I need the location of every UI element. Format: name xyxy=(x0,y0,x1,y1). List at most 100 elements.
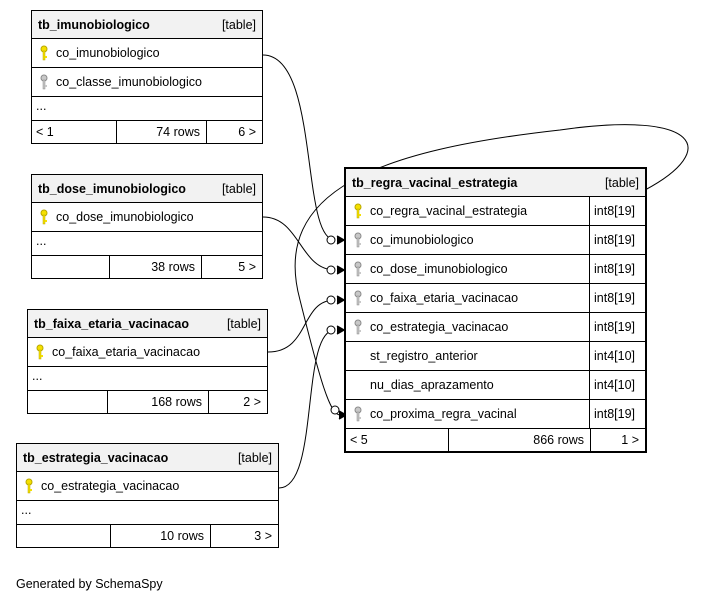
column-row[interactable]: co_estrategia_vacinacao xyxy=(17,472,278,501)
table-tag: [table] xyxy=(604,175,639,190)
column-type: int8[19] xyxy=(589,197,645,225)
table-imunobiologico[interactable]: tb_imunobiologico [table] co_imunobiolog… xyxy=(31,10,263,144)
column-name: co_estrategia_vacinacao xyxy=(370,320,509,334)
key-icon xyxy=(40,74,48,90)
table-header: tb_faixa_etaria_vacinacao [table] xyxy=(28,310,267,338)
children-count: 2 > xyxy=(243,395,261,409)
table-name: tb_faixa_etaria_vacinacao xyxy=(34,316,189,331)
key-icon xyxy=(354,406,362,422)
link-imunobiologico xyxy=(262,54,336,241)
table-footer: 38 rows 5 > xyxy=(32,256,262,278)
table-name: tb_dose_imunobiologico xyxy=(38,181,186,196)
column-row[interactable]: co_dose_imunobiologico int8[19] xyxy=(346,255,645,284)
link-end-circle xyxy=(330,405,340,415)
column-row[interactable]: co_estrategia_vacinacao int8[19] xyxy=(346,313,645,342)
table-footer: 168 rows 2 > xyxy=(28,391,267,413)
children-count: 5 > xyxy=(238,260,256,274)
table-regra-vacinal-estrategia[interactable]: tb_regra_vacinal_estrategia [table] co_r… xyxy=(344,167,647,453)
key-icon xyxy=(354,319,362,335)
crowfoot xyxy=(336,265,346,275)
column-row[interactable]: co_classe_imunobiologico xyxy=(32,68,262,97)
generator-credit: Generated by SchemaSpy xyxy=(16,577,163,591)
column-name: co_classe_imunobiologico xyxy=(56,75,202,89)
parents-count: < 5 xyxy=(346,429,449,451)
ellipsis: ... xyxy=(32,232,262,256)
row-count: 38 rows xyxy=(110,256,202,278)
table-tag: [table] xyxy=(237,450,272,465)
column-type: int8[19] xyxy=(589,400,645,428)
key-icon xyxy=(354,203,362,219)
table-estrategia-vacinacao[interactable]: tb_estrategia_vacinacao [table] co_estra… xyxy=(16,443,279,548)
table-header: tb_imunobiologico [table] xyxy=(32,11,262,39)
link-faixa xyxy=(267,299,336,353)
column-row[interactable]: co_proxima_regra_vacinal int8[19] xyxy=(346,400,645,429)
table-tag: [table] xyxy=(221,17,256,32)
blank-icon xyxy=(351,377,365,393)
column-type: int8[19] xyxy=(589,284,645,312)
ellipsis: ... xyxy=(28,367,267,391)
column-type: int8[19] xyxy=(589,313,645,341)
column-name: nu_dias_aprazamento xyxy=(370,378,494,392)
column-type: int4[10] xyxy=(589,342,645,370)
table-header: tb_dose_imunobiologico [table] xyxy=(32,175,262,203)
row-count: 74 rows xyxy=(117,121,207,143)
link-self-reference xyxy=(294,124,689,416)
children-count: 6 > xyxy=(238,125,256,139)
column-row[interactable]: co_imunobiologico xyxy=(32,39,262,68)
row-count: 168 rows xyxy=(108,391,209,413)
column-row[interactable]: co_faixa_etaria_vacinacao int8[19] xyxy=(346,284,645,313)
link-dose xyxy=(262,216,336,271)
key-icon xyxy=(40,209,48,225)
column-type: int8[19] xyxy=(589,226,645,254)
table-tag: [table] xyxy=(221,181,256,196)
row-count: 866 rows xyxy=(449,429,591,451)
link-end-circle xyxy=(326,295,336,305)
ellipsis: ... xyxy=(17,501,278,525)
table-footer: 10 rows 3 > xyxy=(17,525,278,547)
column-row[interactable]: co_regra_vacinal_estrategia int8[19] xyxy=(346,197,645,226)
table-dose-imunobiologico[interactable]: tb_dose_imunobiologico [table] co_dose_i… xyxy=(31,174,263,279)
column-name: co_regra_vacinal_estrategia xyxy=(370,204,528,218)
column-row[interactable]: co_imunobiologico int8[19] xyxy=(346,226,645,255)
table-name: tb_regra_vacinal_estrategia xyxy=(352,175,518,190)
parents-count: < 1 xyxy=(32,121,117,143)
column-name: co_imunobiologico xyxy=(370,233,474,247)
row-count: 10 rows xyxy=(111,525,211,547)
column-name: co_faixa_etaria_vacinacao xyxy=(370,291,519,305)
children-count: 1 > xyxy=(621,433,639,447)
children-count: 3 > xyxy=(254,529,272,543)
column-row[interactable]: co_faixa_etaria_vacinacao xyxy=(28,338,267,367)
column-type: int4[10] xyxy=(589,371,645,399)
column-name: co_imunobiologico xyxy=(56,46,160,60)
column-row[interactable]: st_registro_anterior int4[10] xyxy=(346,342,645,371)
key-icon xyxy=(40,45,48,61)
table-faixa-etaria-vacinacao[interactable]: tb_faixa_etaria_vacinacao [table] co_fai… xyxy=(27,309,268,414)
link-end-circle xyxy=(326,325,336,335)
column-name: st_registro_anterior xyxy=(370,349,478,363)
table-tag: [table] xyxy=(226,316,261,331)
column-type: int8[19] xyxy=(589,255,645,283)
table-footer: < 1 74 rows 6 > xyxy=(32,121,262,143)
crowfoot xyxy=(336,325,346,335)
column-name: co_dose_imunobiologico xyxy=(370,262,508,276)
column-name: co_proxima_regra_vacinal xyxy=(370,407,517,421)
column-row[interactable]: nu_dias_aprazamento int4[10] xyxy=(346,371,645,400)
column-row[interactable]: co_dose_imunobiologico xyxy=(32,203,262,232)
crowfoot xyxy=(336,295,346,305)
column-name: co_faixa_etaria_vacinacao xyxy=(52,345,201,359)
link-end-circle xyxy=(326,235,336,245)
column-name: co_estrategia_vacinacao xyxy=(41,479,180,493)
key-icon xyxy=(354,261,362,277)
key-icon xyxy=(36,344,44,360)
table-header: tb_estrategia_vacinacao [table] xyxy=(17,444,278,472)
ellipsis: ... xyxy=(32,97,262,121)
key-icon xyxy=(25,478,33,494)
key-icon xyxy=(354,232,362,248)
column-name: co_dose_imunobiologico xyxy=(56,210,194,224)
link-end-circle xyxy=(326,265,336,275)
table-header: tb_regra_vacinal_estrategia [table] xyxy=(346,169,645,197)
link-estrategia xyxy=(278,329,336,489)
parents-count xyxy=(28,391,108,413)
table-name: tb_imunobiologico xyxy=(38,17,150,32)
